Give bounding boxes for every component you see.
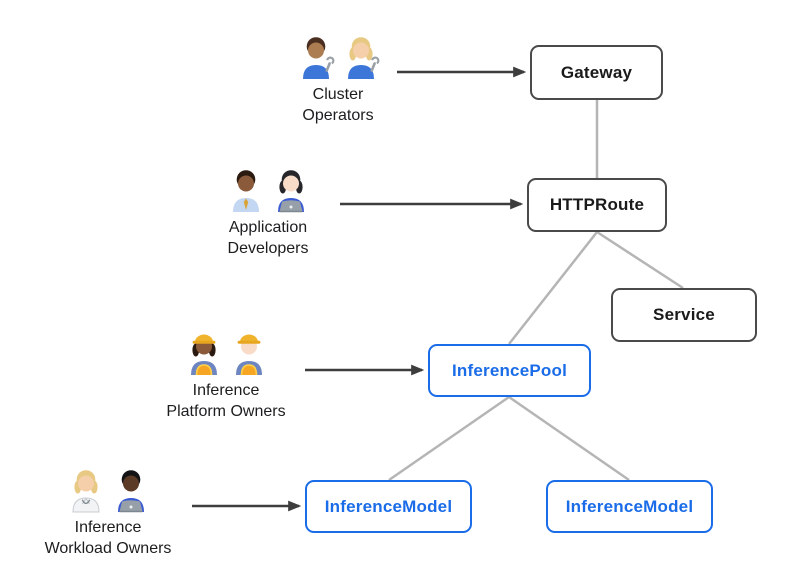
woman-construction-worker-icon [190, 334, 217, 376]
node-httproute-label: HTTPRoute [549, 195, 645, 214]
woman-technologist-icon [277, 170, 304, 213]
edge-httproute-inferencepool [508, 231, 598, 345]
man-office-worker-icon [232, 170, 259, 212]
node-inferencepool: InferencePool [428, 344, 591, 397]
man-construction-worker-icon [235, 334, 262, 376]
actor-application-developers-label: Application Developers [227, 219, 309, 257]
inference-workload-owners-icons [66, 466, 151, 514]
actor-inference-platform-owners-label: Inference Platform Owners [166, 382, 286, 420]
edge-inferencepool-inferencemodel-right [508, 395, 630, 482]
node-service-label: Service [653, 305, 715, 324]
woman-mechanic-icon [347, 37, 379, 79]
cluster-operators-icons [296, 33, 381, 81]
node-inferencemodel-right-label: InferenceModel [565, 496, 694, 516]
edge-httproute-service [596, 230, 684, 290]
node-gateway: Gateway [530, 45, 663, 100]
node-gateway-label: Gateway [560, 62, 633, 82]
actor-application-developers: Application Developers [200, 166, 336, 259]
application-developers-icons [226, 166, 311, 214]
health-worker-icon [71, 470, 100, 513]
node-httproute: HTTPRoute [527, 178, 667, 232]
node-service: Service [611, 288, 757, 342]
actor-inference-platform-owners: Inference Platform Owners [158, 329, 294, 422]
man-technologist-dark-icon [117, 470, 144, 513]
node-inferencemodel-left-label: InferenceModel [324, 496, 453, 516]
man-mechanic-icon [302, 37, 334, 79]
edge-inferencepool-inferencemodel-left [388, 395, 510, 482]
inference-platform-owners-icons [184, 329, 269, 377]
actor-inference-workload-owners: Inference Workload Owners [23, 466, 193, 559]
node-inferencemodel-right: InferenceModel [546, 480, 713, 533]
actor-cluster-operators: Cluster Operators [270, 33, 406, 126]
node-inferencemodel-left: InferenceModel [305, 480, 472, 533]
node-inferencepool-label: InferencePool [451, 360, 568, 380]
actor-cluster-operators-label: Cluster Operators [302, 86, 374, 124]
actor-inference-workload-owners-label: Inference Workload Owners [44, 519, 172, 557]
